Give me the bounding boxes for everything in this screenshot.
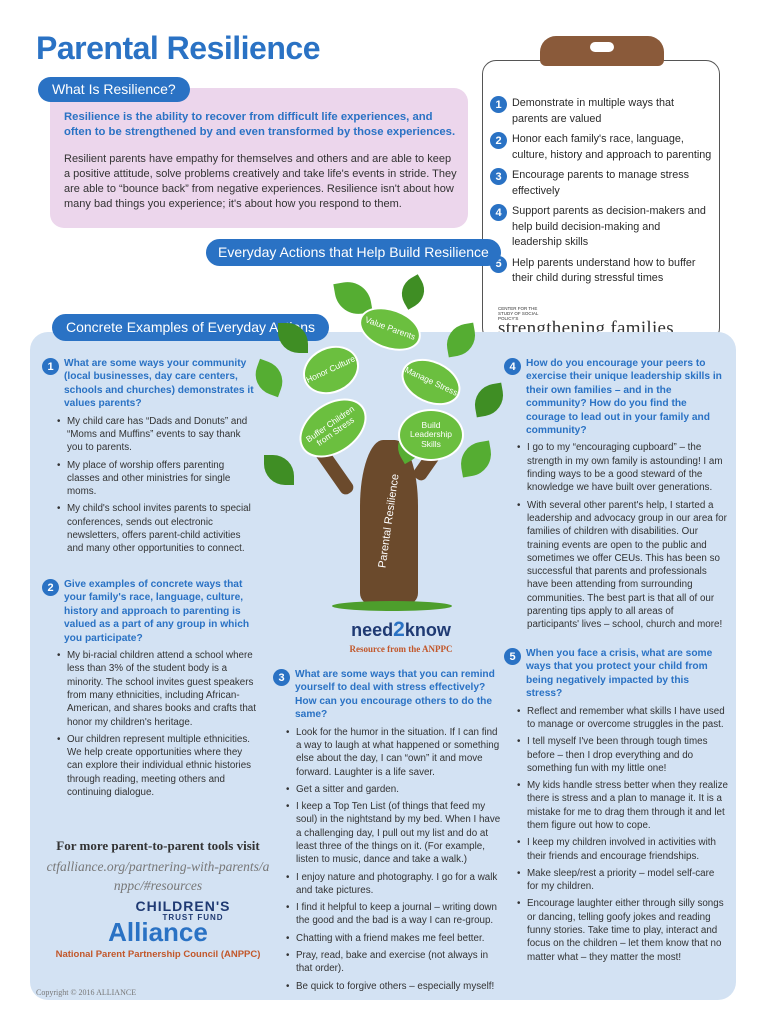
answer-item: Be quick to forgive others – especially … (285, 980, 501, 994)
answer-item: My child's school invites parents to spe… (56, 502, 254, 555)
leaf (278, 323, 308, 353)
number-badge: 4 (490, 204, 507, 221)
resilience-box (50, 88, 468, 228)
clipboard-item: 4 Support parents as decision-makers and… (490, 204, 712, 251)
answer-item: I find it helpful to keep a journal – wr… (285, 901, 501, 928)
clipboard-item: 1 Demonstrate in multiple ways that pare… (490, 96, 712, 127)
logo-alliance: Alliance (108, 917, 208, 947)
answer-item: I keep my children involved in activitie… (516, 836, 728, 863)
answer-item: My bi-racial children attend a school wh… (56, 649, 260, 729)
page-title: Parental Resilience (36, 30, 320, 66)
visit-text: For more parent-to-parent tools visit (56, 838, 260, 853)
answer-item: Encourage laughter either through silly … (516, 897, 728, 963)
answer-item: Make sleep/rest a priority – model self-… (516, 867, 728, 894)
number-badge: 2 (42, 579, 59, 596)
answer-item: Look for the humor in the situation. If … (285, 726, 501, 779)
question-title: What are some ways that you can remind y… (295, 669, 495, 721)
question-2: 2 Give examples of concrete ways that yo… (42, 578, 260, 799)
leaf (443, 322, 479, 358)
answer-item: Get a sitter and garden. (285, 783, 501, 797)
question-title: When you face a crisis, what are some wa… (526, 648, 713, 700)
number-badge: 1 (490, 96, 507, 113)
leaf (457, 440, 495, 478)
question-title: How do you encourage your peers to exerc… (526, 358, 722, 437)
clipboard-item: 3 Encourage parents to manage stress eff… (490, 168, 712, 199)
leaf (471, 382, 507, 418)
brand-need: need (351, 620, 394, 640)
resilience-lead: Resilience is the ability to recover fro… (64, 111, 456, 138)
leaf (249, 358, 289, 398)
need2know-logo: need2know Resource from the ANPPC (336, 618, 466, 654)
logo-trust-fund: TRUST FUND (162, 913, 224, 922)
clipboard-clip-hole (590, 42, 614, 52)
question-4: 4 How do you encourage your peers to exe… (504, 357, 728, 632)
resilience-heading: What Is Resilience? (38, 77, 190, 102)
answer-item: Chatting with a friend makes me feel bet… (285, 932, 501, 946)
ground-swoosh (332, 601, 452, 611)
leaf (264, 455, 294, 485)
clipboard-list: 1 Demonstrate in multiple ways that pare… (490, 96, 712, 287)
answer-list: Look for the humor in the situation. If … (285, 726, 501, 994)
logo-childrens: CHILDREN'S (135, 898, 231, 914)
tree-trunk (360, 440, 418, 605)
clipboard-item-text: Demonstrate in multiple ways that parent… (512, 97, 675, 125)
copyright: Copyright © 2016 ALLIANCE (36, 988, 137, 997)
number-badge: 5 (504, 648, 521, 665)
number-badge: 2 (490, 132, 507, 149)
logo-anppc: National Parent Partnership Council (ANP… (55, 949, 261, 960)
leaf-build-leadership: Build Leadership Skills (398, 409, 464, 461)
question-title: Give examples of concrete ways that your… (64, 579, 250, 644)
footer-resources: For more parent-to-parent tools visit ct… (46, 838, 270, 895)
answer-item: Pray, read, bake and exercise (not alway… (285, 949, 501, 976)
leaf-manage-stress: Manage Stress (394, 349, 468, 415)
leaf (395, 274, 431, 310)
brand-know: know (404, 620, 451, 640)
logo-small-text: CENTER FOR THE STUDY OF SOCIAL POLICY'S (498, 306, 539, 321)
clipboard-item-text: Support parents as decision-makers and h… (512, 205, 706, 248)
clipboard-item-text: Encourage parents to manage stress effec… (512, 169, 690, 197)
clipboard-item-text: Help parents understand how to buffer th… (512, 256, 696, 285)
everyday-heading: Everyday Actions that Help Build Resilie… (206, 239, 501, 266)
answer-item: My place of worship offers parenting cla… (56, 459, 254, 499)
answer-item: Reflect and remember what skills I have … (516, 705, 728, 732)
answer-item: I keep a Top Ten List (of things that fe… (285, 800, 501, 866)
clipboard-item-text: Honor each family's race, language, cult… (512, 133, 712, 161)
answer-list: My child care has “Dads and Donuts” and … (56, 415, 254, 556)
question-title: What are some ways your community (local… (64, 358, 254, 410)
answer-list: I go to my “encouraging cupboard” – the … (516, 441, 728, 631)
resources-link[interactable]: ctfalliance.org/partnering-with-parents/… (46, 859, 270, 893)
brand-two: 2 (393, 618, 405, 641)
answer-item: My kids handle stress better when they r… (516, 779, 728, 832)
answer-item: With several other parent's help, I star… (516, 499, 728, 632)
question-1: 1 What are some ways your community (loc… (42, 357, 254, 556)
alliance-logo: CHILDREN'S TRUST FUND Alliance National … (46, 898, 270, 960)
answer-item: I enjoy nature and photography. I go for… (285, 871, 501, 898)
answer-list: Reflect and remember what skills I have … (516, 705, 728, 964)
answer-item: Our children represent multiple ethnicit… (56, 733, 260, 799)
answer-item: My child care has “Dads and Donuts” and … (56, 415, 254, 455)
answer-item: I go to my “encouraging cupboard” – the … (516, 441, 728, 494)
question-3: 3 What are some ways that you can remind… (273, 668, 501, 993)
number-badge: 3 (273, 669, 290, 686)
question-5: 5 When you face a crisis, what are some … (504, 647, 728, 964)
resilience-body: Resilient parents have empathy for thems… (64, 153, 457, 210)
answer-list: My bi-racial children attend a school wh… (56, 649, 260, 799)
number-badge: 4 (504, 358, 521, 375)
answer-item: I tell myself I've been through tough ti… (516, 735, 728, 775)
brand-tagline: Resource from the ANPPC (349, 644, 453, 654)
clipboard (482, 60, 720, 342)
number-badge: 3 (490, 168, 507, 185)
clipboard-item: 5 Help parents understand how to buffer … (490, 255, 712, 287)
tree-illustration: Parental Resilience Value Parents Honor … (249, 274, 510, 630)
number-badge: 1 (42, 358, 59, 375)
clipboard-item: 2 Honor each family's race, language, cu… (490, 132, 712, 163)
